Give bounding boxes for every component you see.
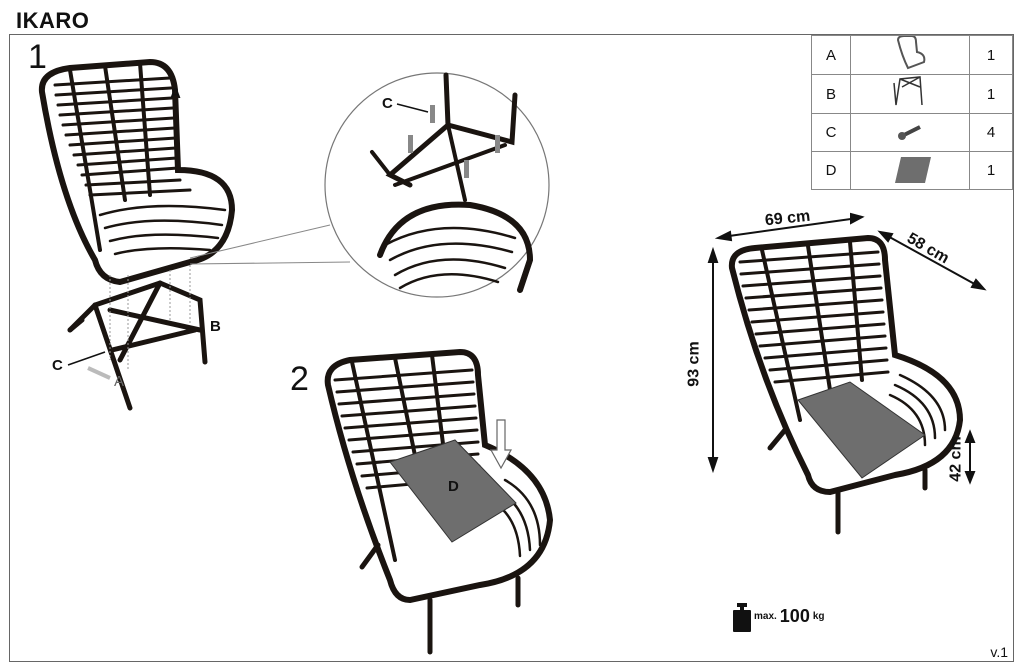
label-detail-screw-c: C xyxy=(382,95,393,112)
part-qty: 1 xyxy=(969,74,1013,114)
max-load-prefix: max. xyxy=(754,611,777,622)
parts-row: B 1 xyxy=(811,74,1013,114)
step-2-number: 2 xyxy=(290,360,309,398)
part-key: C xyxy=(811,113,851,152)
instruction-frame xyxy=(9,34,1014,662)
step-1-number: 1 xyxy=(28,38,47,76)
version-label: v.1 xyxy=(990,644,1008,660)
part-key: D xyxy=(811,151,851,190)
step2-cushion xyxy=(389,439,517,543)
dimension-seat-height: 42 cm xyxy=(947,436,965,482)
parts-list-table: A 1 B 1 C 4 D 1 xyxy=(811,35,1013,190)
step1-seat-illustration xyxy=(38,58,236,286)
chair-base-icon xyxy=(850,74,970,114)
max-load-unit: kg xyxy=(812,611,825,622)
label-base-b: B xyxy=(210,318,221,335)
label-tool-a: A xyxy=(114,373,125,390)
part-key: B xyxy=(811,74,851,114)
part-qty: 4 xyxy=(969,113,1013,152)
label-cushion-d: D xyxy=(448,478,459,495)
chair-seat-icon xyxy=(850,35,970,75)
step1-base-illustration xyxy=(67,280,208,411)
cushion-icon xyxy=(850,151,970,190)
dimension-height: 93 cm xyxy=(685,341,703,387)
max-load: max. 100 kg xyxy=(754,606,825,627)
parts-row: D 1 xyxy=(811,151,1013,190)
dimension-arrows xyxy=(707,212,987,485)
label-screw-c: C xyxy=(52,357,63,374)
part-qty: 1 xyxy=(969,151,1013,190)
part-qty: 1 xyxy=(969,35,1013,75)
screw-icon xyxy=(850,113,970,152)
parts-row: C 4 xyxy=(811,113,1013,152)
max-load-value: 100 xyxy=(779,606,810,626)
part-key: A xyxy=(811,35,851,75)
detail-illustration xyxy=(370,72,534,293)
detail-circle xyxy=(324,72,550,298)
document-title: IKARO xyxy=(16,8,90,33)
label-seat-a: A xyxy=(170,85,181,102)
parts-row: A 1 xyxy=(811,35,1013,75)
dimension-chair-illustration xyxy=(728,234,964,535)
down-arrow-icon xyxy=(489,419,513,470)
weight-icon xyxy=(733,603,751,632)
dimension-cushion xyxy=(797,381,926,479)
